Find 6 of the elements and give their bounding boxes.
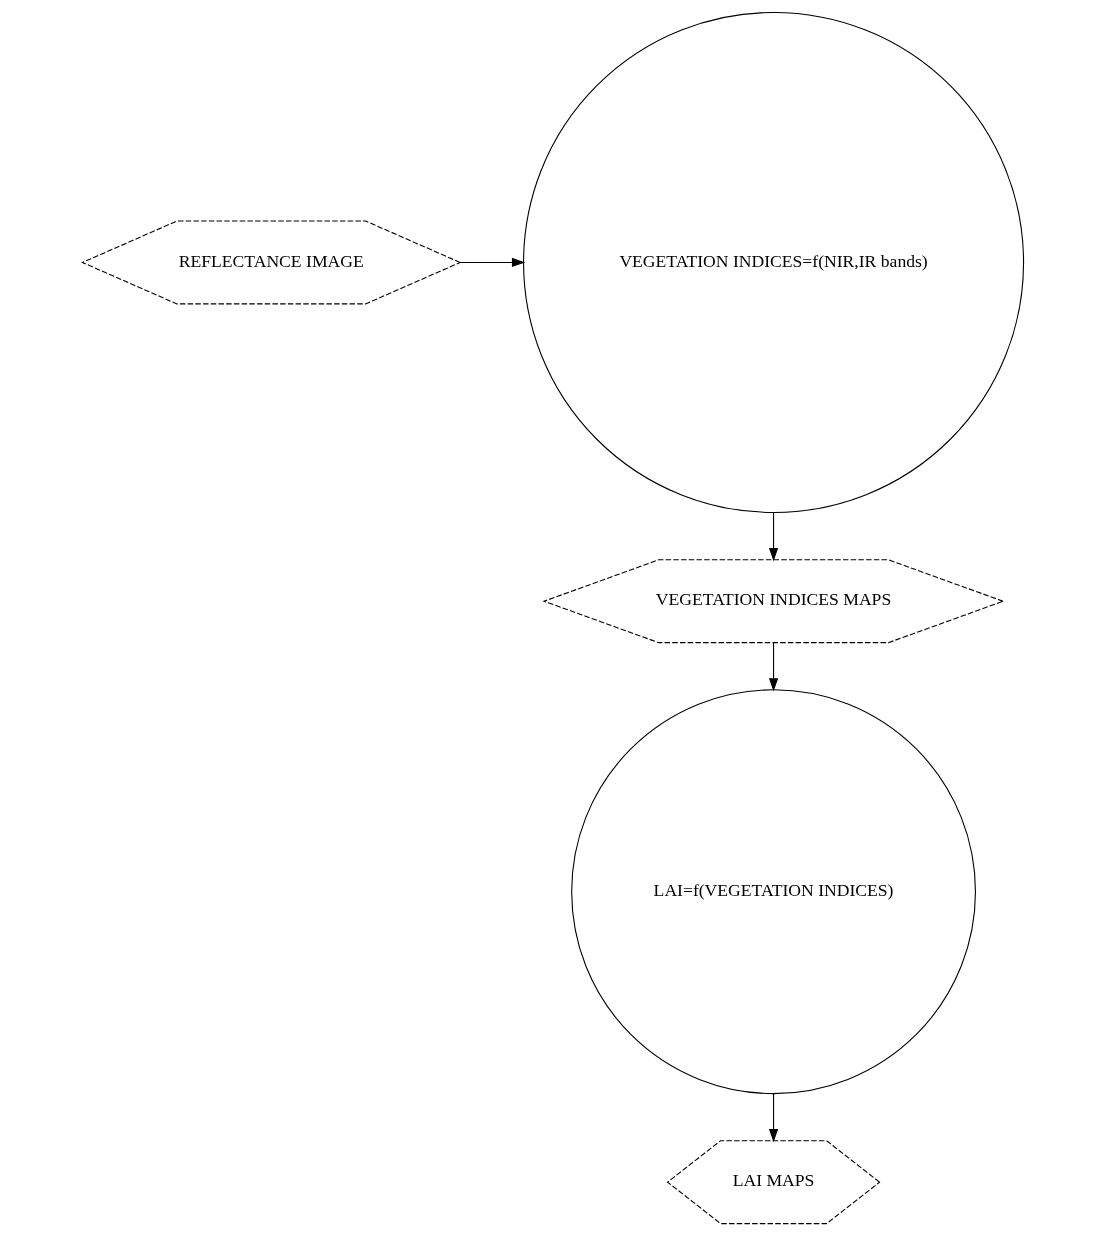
arrow xyxy=(768,512,779,562)
arrow xyxy=(768,642,779,692)
node-circle: LAI=f(VEGETATION INDICES) xyxy=(571,689,976,1095)
arrow xyxy=(459,257,526,268)
node-circle: VEGETATION INDICES=f(NIR,IR bands) xyxy=(523,11,1025,514)
arrow xyxy=(768,1093,779,1143)
